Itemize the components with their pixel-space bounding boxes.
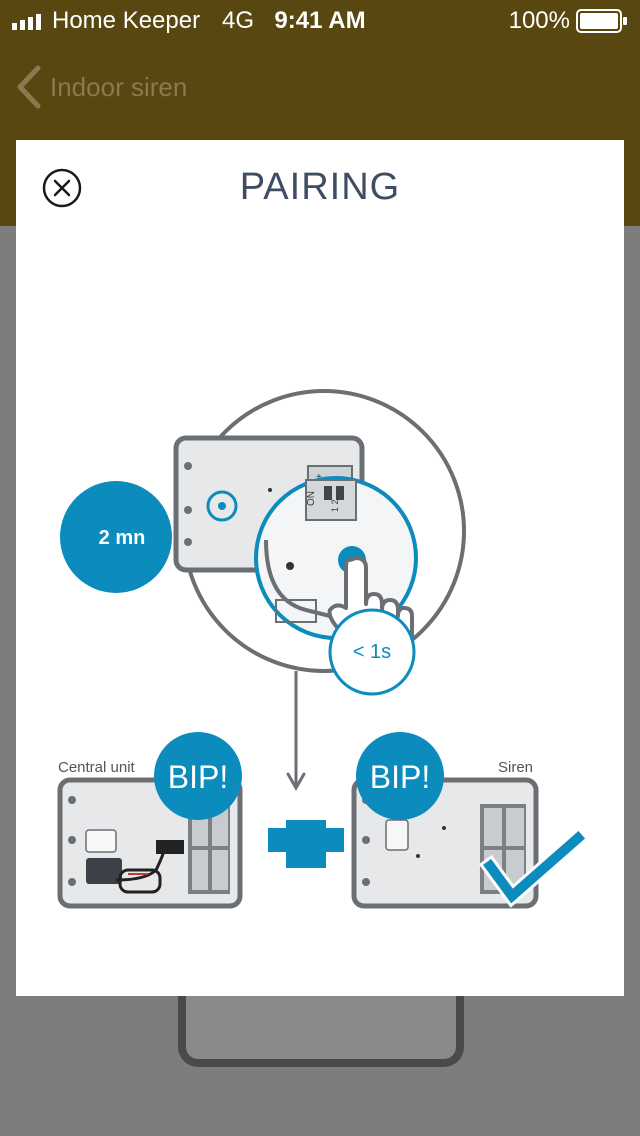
siren-beep-badge: BIP! [356, 732, 444, 820]
central-unit-label: Central unit [58, 759, 136, 776]
svg-text:+: + [316, 472, 322, 483]
dip-switch-numbers: 1 2 [330, 499, 340, 512]
central-unit-beep-text: BIP! [168, 759, 228, 795]
press-duration-text: < 1s [353, 641, 391, 663]
back-button[interactable]: Indoor siren [14, 62, 187, 112]
siren-label: Siren [498, 759, 533, 776]
status-bar: Home Keeper 4G 9:41 AM 100% [0, 0, 640, 40]
battery-icon [576, 9, 627, 33]
duration-badge-text: 2 mn [99, 527, 146, 549]
chevron-left-icon [17, 65, 41, 109]
dip-switch-on-label: ON [306, 491, 317, 506]
press-duration-badge: < 1s [328, 608, 416, 696]
battery-percentage: 100% [508, 7, 570, 34]
pairing-modal: PAIRING + − ON 1 2 [16, 140, 624, 996]
duration-badge: 2 mn [60, 481, 172, 593]
plus-icon [268, 820, 344, 868]
modal-title: PAIRING [239, 166, 401, 208]
siren-beep-text: BIP! [370, 759, 430, 795]
back-label: Indoor siren [50, 71, 188, 102]
pairing-button-marker [206, 490, 238, 522]
clock: 9:41 AM [274, 7, 366, 34]
arrow-down-icon [286, 671, 306, 792]
pairing-illustration: + − ON 1 2 < 1s [57, 389, 590, 909]
close-icon[interactable] [42, 168, 82, 208]
network-type: 4G [222, 7, 255, 34]
carrier-name: Home Keeper [52, 7, 201, 34]
signal-strength-icon [12, 14, 41, 30]
central-unit-beep-badge: BIP! [154, 732, 242, 820]
